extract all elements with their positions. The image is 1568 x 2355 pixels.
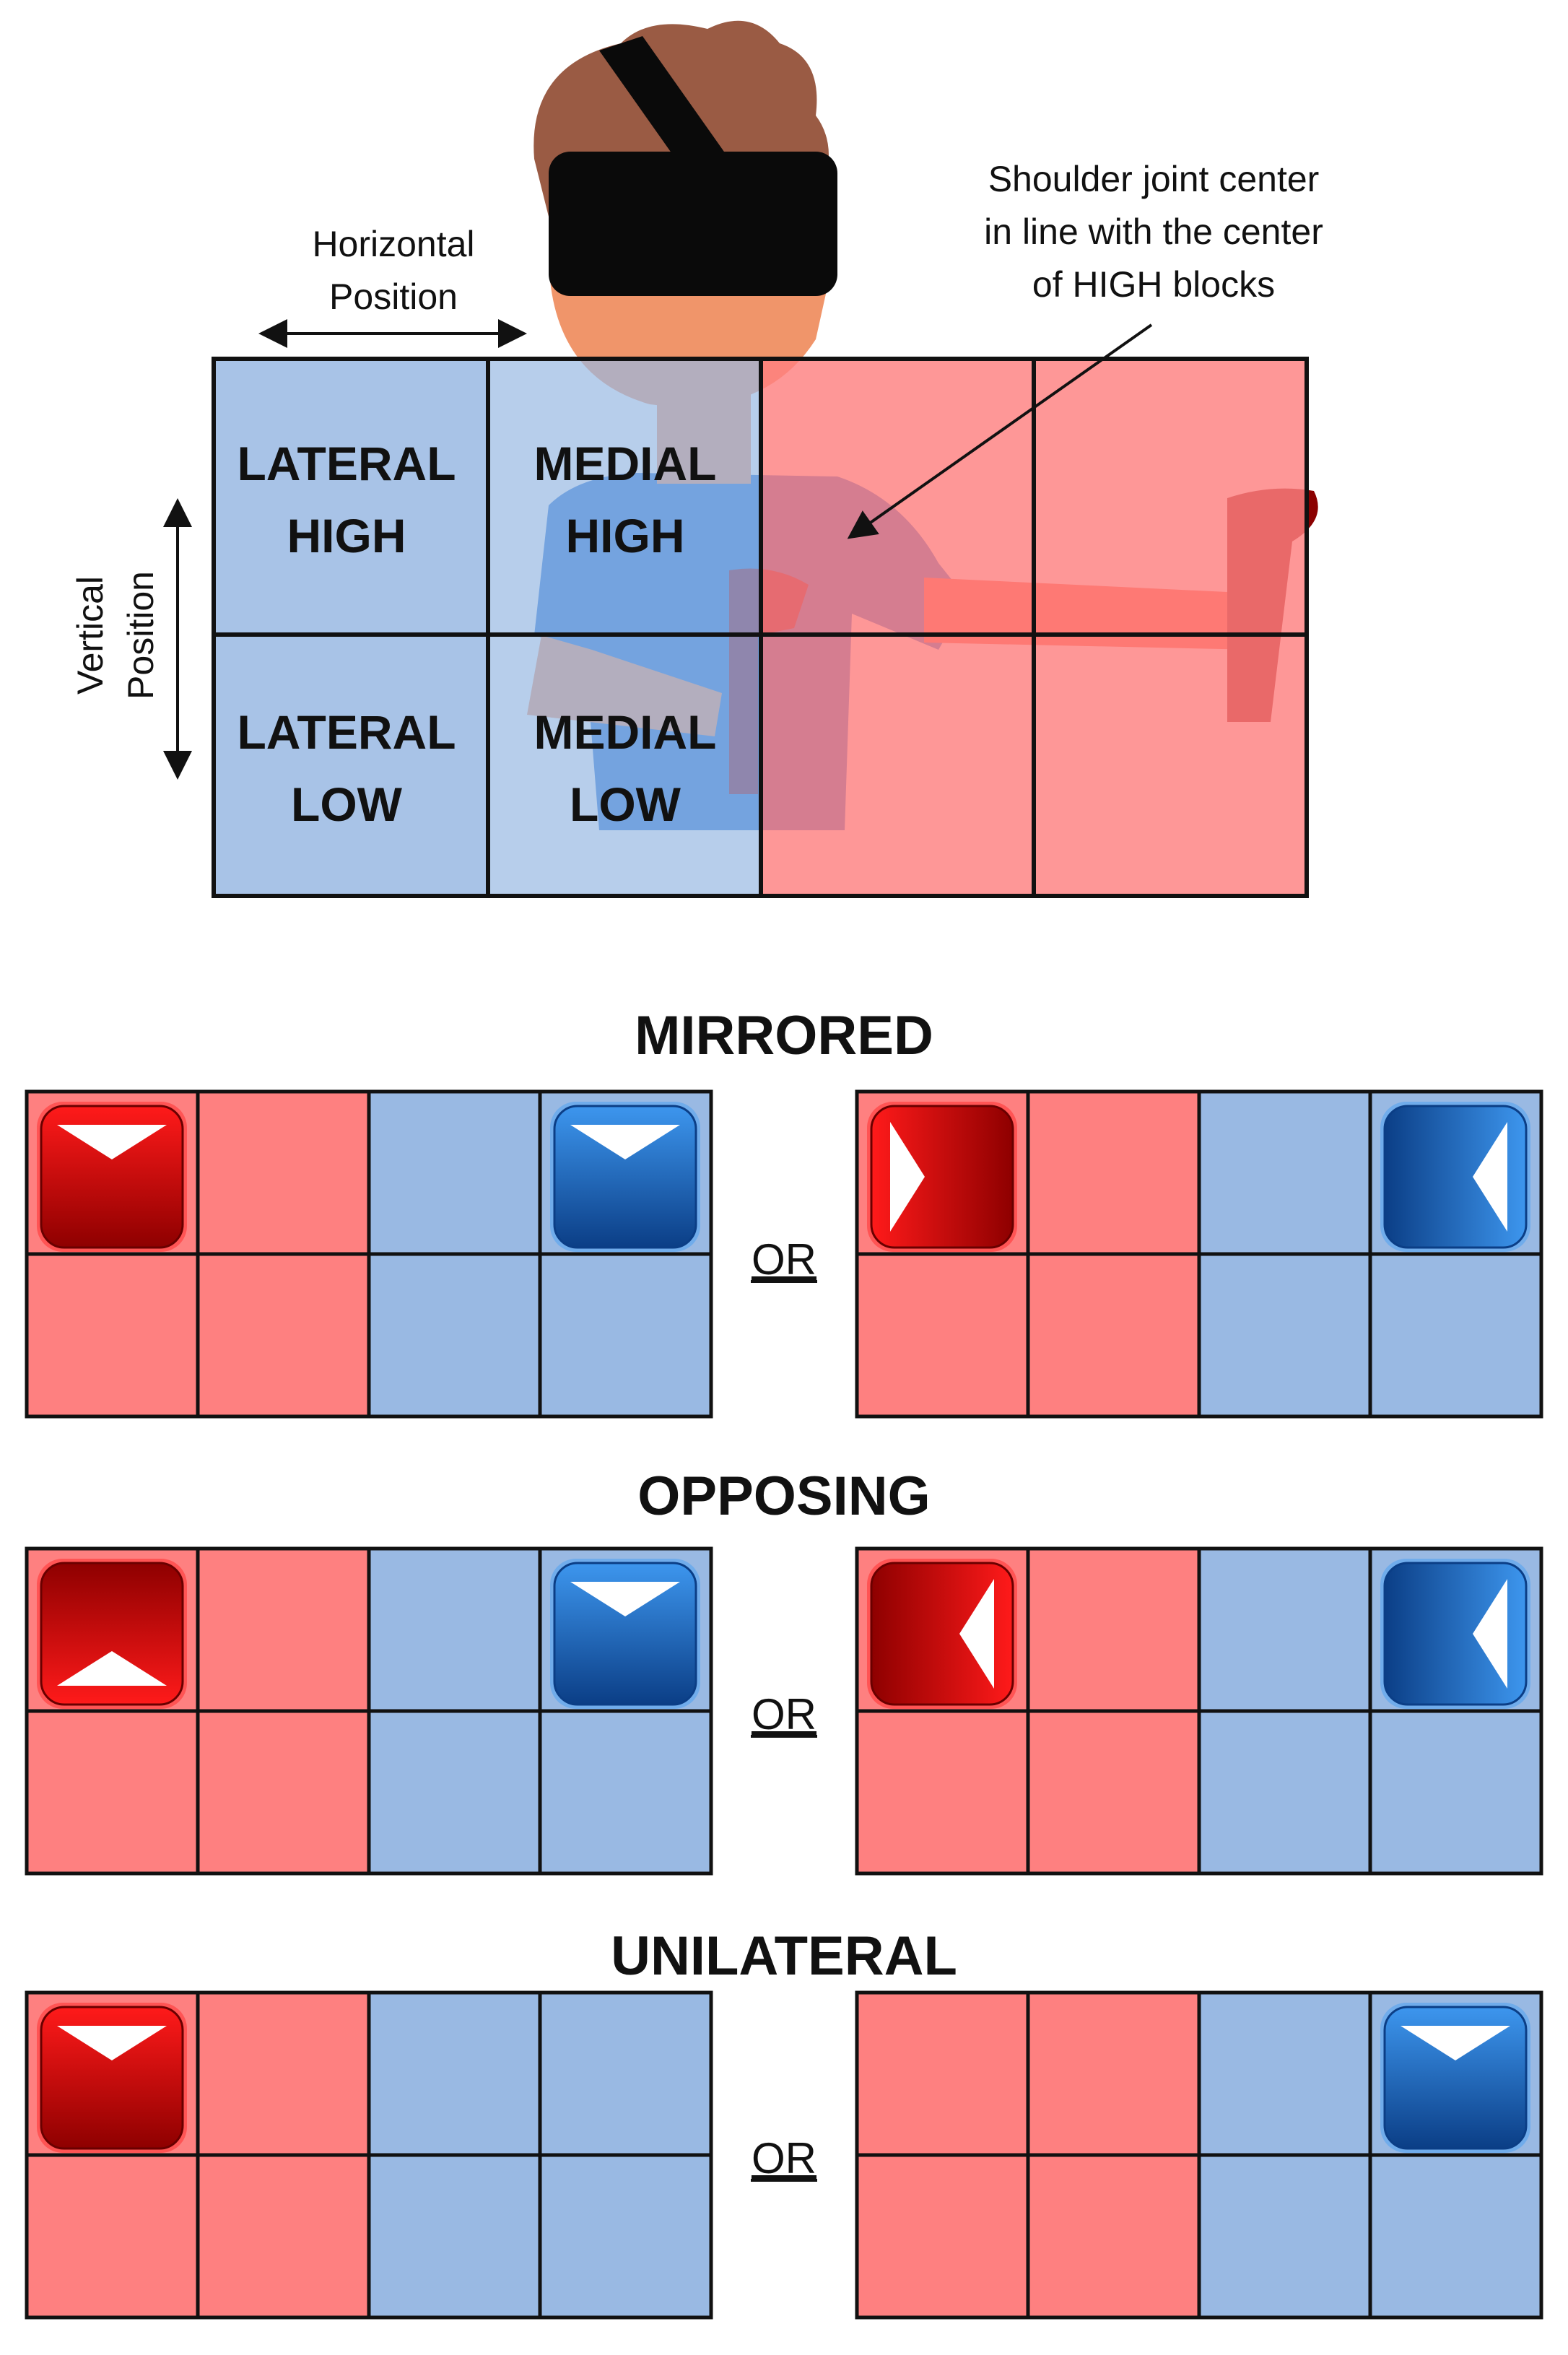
- grid-cell: [1026, 1252, 1201, 1419]
- shoulder-annotation-line2: in line with the center: [984, 212, 1323, 252]
- horizontal-position-label-line2: Position: [329, 277, 458, 317]
- right-grid-panel: [855, 1546, 1543, 1876]
- grid-cell: [367, 1709, 542, 1876]
- arrow-right-icon: [890, 1122, 925, 1232]
- arrow-left-icon: [1473, 1579, 1507, 1689]
- right-grid-panel: [855, 1089, 1543, 1419]
- grid-cell: [367, 1546, 542, 1713]
- grid-cell: [1026, 2153, 1201, 2320]
- shoulder-annotation-line3: of HIGH blocks: [1032, 264, 1275, 305]
- section-opposing: OPPOSING OR: [25, 1466, 1543, 1876]
- or-label: OR: [752, 1235, 816, 1284]
- grid-cell: [855, 1990, 1030, 2157]
- grid-cell: [1197, 1089, 1372, 1256]
- lateral-low-label-line2: LOW: [291, 778, 403, 831]
- left-grid-panel: [25, 1089, 713, 1419]
- blue-block-down: [550, 1559, 700, 1709]
- grid-cell: [196, 1252, 371, 1419]
- medial-low-label-line1: MEDIAL: [534, 705, 717, 759]
- grid-cell: [538, 2153, 713, 2320]
- grid-cell: [1197, 1546, 1372, 1713]
- horizontal-position-label-line1: Horizontal: [312, 224, 474, 264]
- grid-cell: [855, 1709, 1030, 1876]
- grid-cell: [25, 1709, 200, 1876]
- shoulder-annotation-line1: Shoulder joint center: [988, 159, 1320, 199]
- section-title: OPPOSING: [637, 1466, 930, 1527]
- grid-cell: [1197, 2153, 1372, 2320]
- left-grid-panel: [25, 1546, 713, 1876]
- red-block-down: [37, 2003, 187, 2153]
- grid-cell: [855, 2153, 1030, 2320]
- medial-high-label-line2: HIGH: [566, 509, 685, 562]
- grid-cell: [1197, 1252, 1372, 1419]
- or-label: OR: [752, 1690, 816, 1738]
- blue-block-down: [550, 1102, 700, 1252]
- vr-headset-icon: [549, 152, 837, 296]
- grid-cell: [196, 2153, 371, 2320]
- vertical-position-label: Vertical Position: [70, 571, 161, 700]
- arrow-left-icon: [1473, 1122, 1507, 1232]
- arrow-down-icon: [57, 1125, 167, 1159]
- medial-high-label-line1: MEDIAL: [534, 437, 717, 490]
- red-block-right: [867, 1102, 1017, 1252]
- grid-cell: [196, 1709, 371, 1876]
- grid-cell: [538, 1990, 713, 2157]
- red-block-left: [867, 1559, 1017, 1709]
- grid-cell: [538, 1709, 713, 1876]
- lateral-low-label-line1: LATERAL: [237, 705, 456, 759]
- section-title: UNILATERAL: [611, 1925, 957, 1987]
- grid-cell: [1026, 1546, 1201, 1713]
- left-grid-panel: [25, 1990, 713, 2320]
- condition-sections: MIRRORED OR OPPOSING OR UNILATERAL OR: [25, 1005, 1543, 2320]
- or-label: OR: [752, 2134, 816, 2182]
- blue-block-down: [1380, 2003, 1530, 2153]
- position-grid: [212, 357, 1309, 898]
- arrow-down-icon: [570, 1125, 680, 1159]
- grid-cell: [367, 1252, 542, 1419]
- grid-cell: [367, 1089, 542, 1256]
- section-unilateral: UNILATERAL OR: [25, 1925, 1543, 2320]
- grid-cell: [1368, 1709, 1543, 1876]
- grid-cell: [1197, 1990, 1372, 2157]
- blue-block-left: [1380, 1559, 1530, 1709]
- lateral-high-label-line2: HIGH: [287, 509, 406, 562]
- grid-cell: [25, 1252, 200, 1419]
- grid-cell: [1197, 1709, 1372, 1876]
- grid-cell: [1026, 1990, 1201, 2157]
- blue-block-left: [1380, 1102, 1530, 1252]
- medial-low-label-line2: LOW: [570, 778, 681, 831]
- arrow-down-icon: [1401, 2026, 1510, 2060]
- grid-cell: [1368, 2153, 1543, 2320]
- grid-cell: [1026, 1709, 1201, 1876]
- shoulder-pointer-arrow: [847, 323, 1153, 539]
- grid-cell: [367, 1990, 542, 2157]
- grid-cell: [1026, 1089, 1201, 1256]
- grid-cell: [196, 1089, 371, 1256]
- arrow-up-icon: [57, 1651, 167, 1686]
- grid-cell: [25, 2153, 200, 2320]
- grid-cell: [196, 1990, 371, 2157]
- grid-cell: [196, 1546, 371, 1713]
- red-block-down: [37, 1102, 187, 1252]
- right-grid-panel: [855, 1990, 1543, 2320]
- arrow-down-icon: [57, 2026, 167, 2060]
- section-mirrored: MIRRORED OR: [25, 1005, 1543, 1419]
- vertical-position-label-line1: Vertical: [70, 576, 110, 695]
- top-illustration: LATERAL HIGH MEDIAL HIGH LATERAL LOW MED…: [70, 20, 1323, 898]
- grid-cell: [538, 1252, 713, 1419]
- vertical-position-label-line2: Position: [121, 571, 161, 700]
- grid-cell: [367, 2153, 542, 2320]
- arrow-left-icon: [959, 1579, 994, 1689]
- section-title: MIRRORED: [635, 1005, 933, 1066]
- grid-cell: [1368, 1252, 1543, 1419]
- lateral-high-label-line1: LATERAL: [237, 437, 456, 490]
- grid-cell: [855, 1252, 1030, 1419]
- arrow-down-icon: [570, 1582, 680, 1616]
- red-block-up: [37, 1559, 187, 1709]
